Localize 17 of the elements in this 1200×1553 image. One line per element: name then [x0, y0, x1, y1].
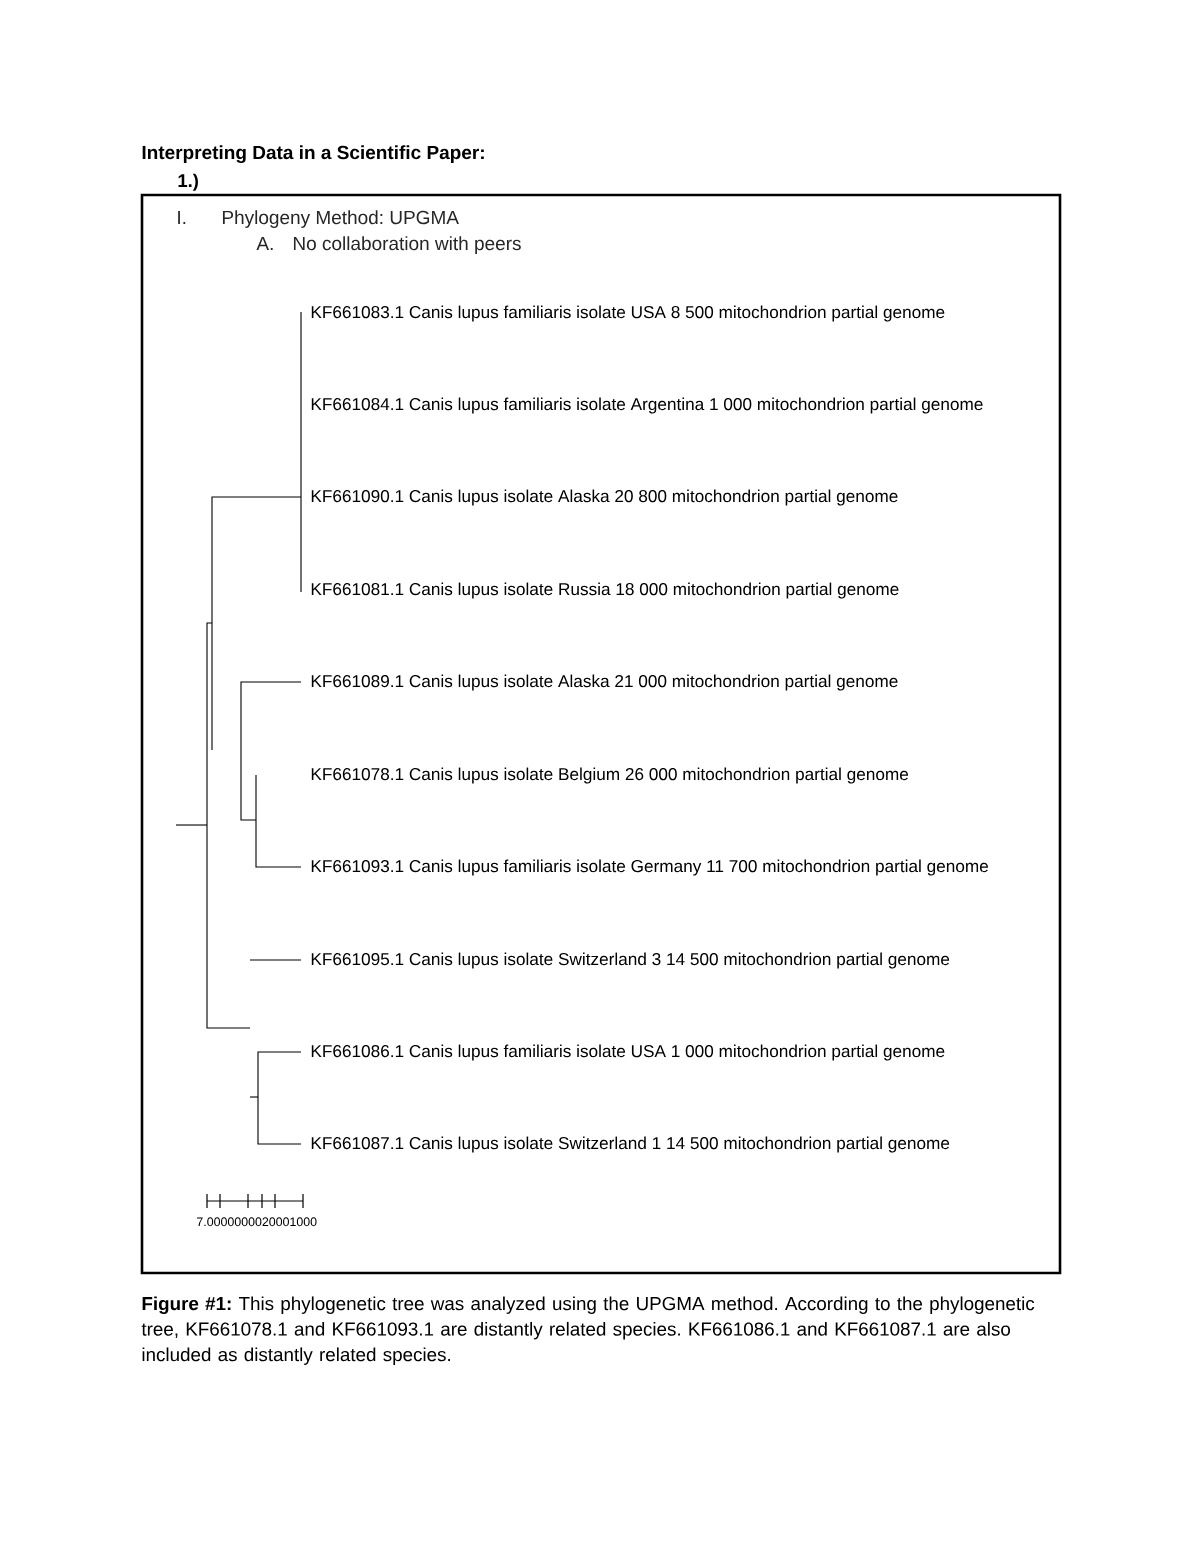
scale-label: 7.0000000020001000: [197, 1217, 317, 1227]
list-number: I.: [178, 210, 186, 224]
taxon-label: KF661090.1 Canis lupus isolate Alaska 20 800 mitochondrion partial genome: [311, 489, 898, 506]
method-heading: Phylogeny Method: UPGMA: [222, 210, 459, 228]
taxon-label: KF661095.1 Canis lupus isolate Switzerland 3 14 500 mitochondrion partial genome: [311, 952, 950, 969]
taxon-label: KF661081.1 Canis lupus isolate Russia 18 000 mitochondrion partial genome: [311, 582, 899, 599]
note-text: No collaboration with peers: [293, 236, 521, 254]
taxon-label: KF661078.1 Canis lupus isolate Belgium 26 000 mitochondrion partial genome: [311, 767, 909, 784]
taxon-label: KF661089.1 Canis lupus isolate Alaska 21 000 mitochondrion partial genome: [311, 674, 898, 691]
taxon-label: KF661083.1 Canis lupus familiaris isolate USA 8 500 mitochondrion partial genome: [311, 305, 945, 322]
list-number: A.: [256, 236, 273, 250]
taxon-label: KF661093.1 Canis lupus familiaris isolate Germany 11 700 mitochondrion partial genome: [311, 859, 988, 876]
figure-caption: Figure #1: This phylogenetic tree was analyzed using the UPGMA method. According to the phylogenetic tree, KF661078.1 and KF661093.1 are distantly related species. KF661086.1 and KF661087.1 are also included as distantly related species.: [141, 1296, 1035, 1365]
taxon-label: KF661086.1 Canis lupus familiaris isolate USA 1 000 mitochondrion partial genome: [311, 1044, 945, 1061]
taxon-label: KF661087.1 Canis lupus isolate Switzerland 1 14 500 mitochondrion partial genome: [311, 1136, 950, 1153]
taxon-label: KF661084.1 Canis lupus familiaris isolate Argentina 1 000 mitochondrion partial genome: [311, 397, 983, 414]
page-title: Interpreting Data in a Scientific Paper:: [142, 145, 484, 163]
